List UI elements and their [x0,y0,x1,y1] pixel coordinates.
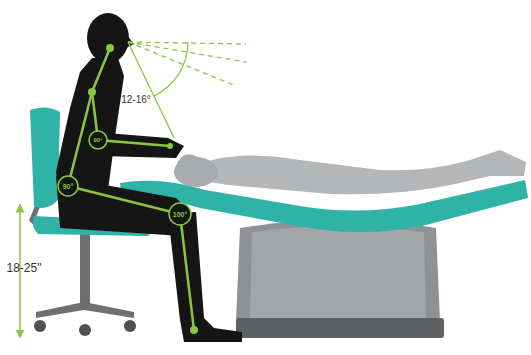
joint-angle: 100° [173,211,187,218]
joint-angle: 90° [93,137,102,143]
patient-nose [176,154,200,166]
stool-column [80,232,90,304]
caster [124,320,136,332]
sight-lines [128,42,246,138]
angle-circles [58,131,191,225]
caster [79,324,91,336]
stool-backrest [30,107,60,208]
floor-plate [236,318,444,338]
chair-base [236,220,440,322]
joint-markers [88,44,198,334]
clinician-silhouette [56,13,242,342]
chair-base-face [250,226,426,318]
caster [34,320,46,332]
patient-body [205,150,526,194]
posture-skeleton [68,48,194,330]
joint-angle: 90° [63,183,74,190]
stool-base [36,302,134,318]
height-dimension-label: 18-25" [7,262,42,274]
angle-label: 12-16° [121,95,151,105]
